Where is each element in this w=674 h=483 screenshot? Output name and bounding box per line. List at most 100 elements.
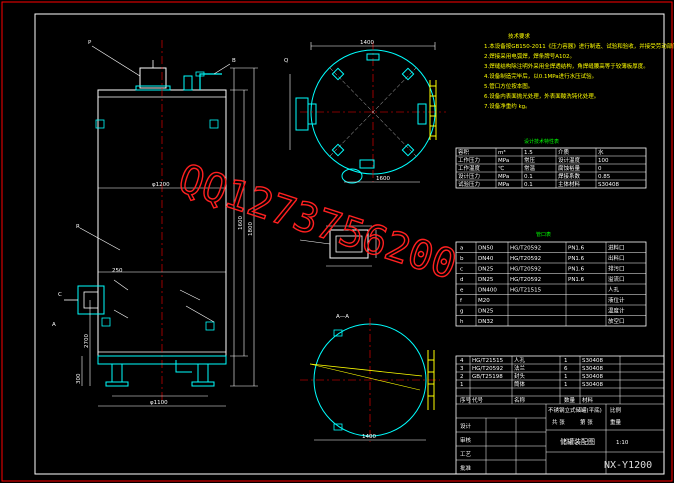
- dim-base-height: 300: [76, 373, 82, 384]
- mark-c-label: C: [58, 292, 62, 298]
- nozzle-table-cell: 放空口: [608, 317, 625, 325]
- tech-req-item: 5.管口方位按本图。: [484, 82, 533, 90]
- nozzle-table-cell: 进料口: [608, 244, 625, 252]
- tb-label: 设计: [460, 422, 472, 430]
- nozzle-table-cell: HG/T20592: [510, 246, 541, 252]
- technical-requirements: 技术要求 1.本设备按GB150-2011《压力容器》进行制造、试验和验收，并接…: [484, 32, 674, 110]
- dim-plan-width: 1400: [360, 40, 374, 46]
- tb-label: 重量: [610, 418, 622, 426]
- parts-list-header: 代号: [472, 396, 484, 404]
- design-table-cell: MPa: [498, 182, 509, 188]
- dim-plan-offset: 1600: [376, 176, 390, 182]
- nozzle-table-cell: M20: [478, 298, 490, 304]
- nozzle-table-cell: HG/T21515: [510, 288, 542, 294]
- tech-req-item: 3.焊缝结构除注明外采用全焊透结构，角焊缝腰高等于较薄板厚度。: [484, 62, 649, 70]
- dim-bottom-width: φ1100: [150, 400, 168, 406]
- parts-list-header: 材料: [582, 396, 594, 404]
- mark-a-label: A: [52, 322, 56, 328]
- nozzle-table-cell: 温度计: [608, 307, 625, 315]
- nozzle-table-cell: PN1.6: [568, 246, 585, 252]
- tech-req-item: 1.本设备按GB150-2011《压力容器》进行制造、试验和验收，并接受劳动部门…: [484, 42, 674, 50]
- mark-b-label: B: [232, 58, 236, 64]
- design-table-cell: m³: [498, 149, 506, 156]
- parts-list-header: 数量: [564, 396, 576, 404]
- design-table-cell: 介质: [558, 148, 570, 156]
- tb-label: 审核: [460, 436, 472, 444]
- design-table-cell: MPa: [498, 158, 509, 164]
- drawing-code: NX-Y1200: [604, 460, 652, 471]
- nozzle-table-cell: 人孔: [608, 286, 620, 294]
- nozzle-table-cell: PN1.6: [568, 267, 585, 273]
- design-table-cell: 容积: [458, 148, 470, 156]
- parts-list-cell: GB/T25198: [472, 374, 503, 380]
- dim-main-height: 1600: [238, 216, 244, 230]
- nozzle-table-cell: DN40: [478, 256, 494, 262]
- front-elevation-view: P R B A C φ1200 φ1100 1600 1800 2700 300…: [52, 40, 258, 407]
- nozzle-table-cell: HG/T20592: [510, 256, 541, 262]
- design-table-cell: 1.5: [524, 150, 533, 156]
- design-table-cell: 0.85: [598, 174, 611, 180]
- design-table-cell: MPa: [498, 174, 509, 180]
- nozzle-table-cell: f: [460, 298, 463, 304]
- design-table-cell: S30408: [598, 182, 619, 188]
- design-table-cell: 水: [598, 148, 604, 156]
- mark-r-label: R: [76, 224, 80, 230]
- watermark: QQ1273756200: [173, 156, 462, 289]
- design-table-cell: 100: [598, 158, 609, 164]
- nozzle-table-cell: c: [460, 267, 463, 273]
- parts-list-header: 序号: [460, 396, 472, 404]
- tb-label: 比例: [610, 406, 622, 414]
- mark-p-label: P: [88, 40, 92, 46]
- parts-list-cell: 4: [460, 358, 464, 364]
- parts-list-cell: S30408: [582, 366, 603, 372]
- nozzle-table-cell: 出料口: [608, 254, 625, 262]
- tech-req-item: 6.设备内表面抛光处理，外表面酸洗钝化处理。: [484, 92, 599, 100]
- design-table-cell: 工作压力: [458, 156, 480, 164]
- parts-list-cell: 封头: [514, 372, 526, 380]
- parts-list-cell: 人孔: [514, 356, 526, 364]
- nozzle-table-cell: DN400: [478, 288, 497, 294]
- nozzle-table-title: 管口表: [536, 231, 551, 238]
- dim-shell-diameter: φ1200: [152, 182, 170, 188]
- parts-list-cell: 1: [564, 382, 568, 388]
- nozzle-table-cell: 液位计: [608, 296, 625, 304]
- design-table-cell: 腐蚀裕量: [558, 164, 581, 172]
- nozzle-table-cell: HG/T20592: [510, 277, 541, 283]
- nozzle-table-cell: 溢流口: [608, 275, 625, 283]
- nozzle-table-cell: DN50: [478, 246, 494, 252]
- nozzle-table-cell: PN1.6: [568, 277, 585, 283]
- parts-list-cell: HG/T21515: [472, 358, 504, 364]
- parts-list-cell: 法兰: [514, 364, 526, 372]
- nozzle-table-cell: e: [460, 288, 464, 294]
- nozzle-table-cell: d: [460, 277, 464, 283]
- parts-list-cell: 1: [460, 382, 464, 388]
- tech-req-item: 7.设备净重约 kg。: [484, 102, 531, 110]
- mark-q-label: Q: [284, 58, 289, 64]
- nozzle-table-cell: DN25: [478, 267, 494, 273]
- section-a-a-view: A—A 1400: [300, 314, 440, 442]
- nozzle-table-cell: DN25: [478, 309, 494, 315]
- parts-list-cell: HG/T20592: [472, 366, 503, 372]
- side-nozzle-box: [77, 285, 105, 315]
- parts-list-cell: S30408: [582, 374, 603, 380]
- design-table-cell: 设计压力: [458, 172, 480, 180]
- design-table-cell: 焊接系数: [558, 172, 581, 180]
- design-table-cell: 设计温度: [558, 156, 581, 164]
- design-table-cell: 主体材料: [558, 180, 581, 188]
- nozzle-table-cell: DN25: [478, 277, 494, 283]
- parts-list-cell: 6: [564, 366, 568, 372]
- design-table-cell: 常压: [524, 156, 536, 164]
- tech-req-item: 4.设备制造完毕后，以0.1MPa进行水压试验。: [484, 72, 597, 80]
- support-leg-left: [111, 363, 123, 383]
- nozzle-table-cell: HG/T20592: [510, 267, 541, 273]
- design-table-cell: 试验压力: [458, 180, 480, 188]
- parts-list-header: 名称: [514, 396, 526, 404]
- tech-req-item: 2.焊接采用电弧焊，焊条牌号A102。: [484, 52, 575, 60]
- title-block-heading: 不锈钢立式储罐(平底): [548, 406, 602, 414]
- nozzle-table-cell: DN32: [478, 319, 493, 325]
- section-label: A—A: [336, 314, 349, 320]
